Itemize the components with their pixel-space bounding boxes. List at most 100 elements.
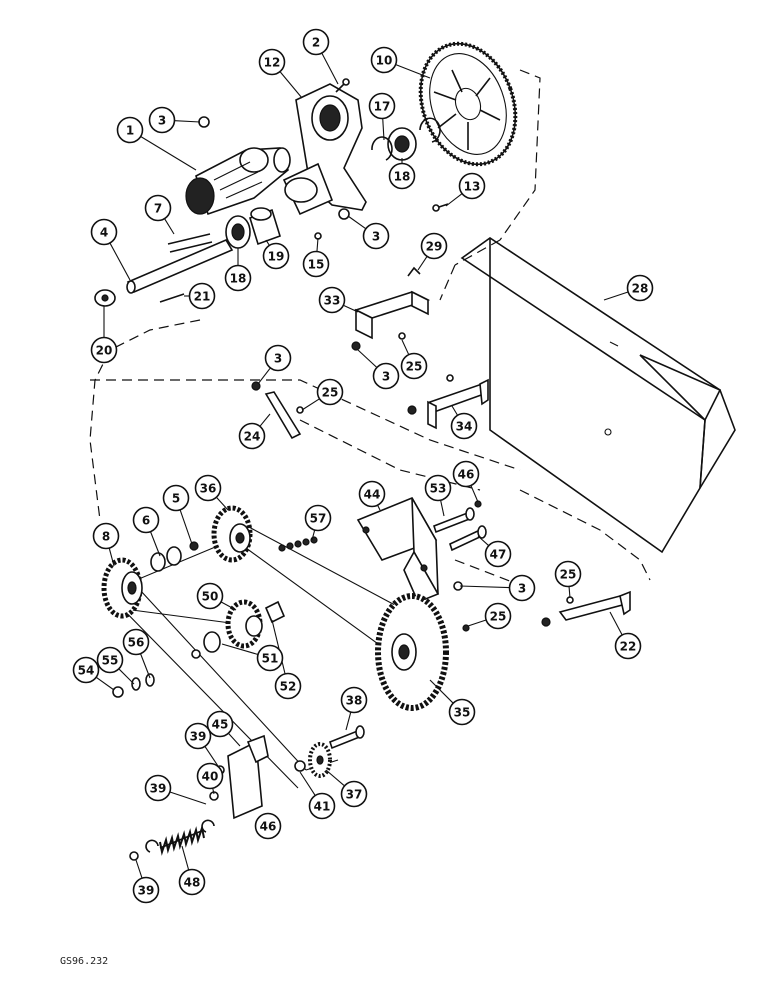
- callout-15: 15: [302, 250, 330, 278]
- callout-leader-3: [257, 367, 271, 385]
- callout-24: 24: [238, 422, 266, 450]
- callout-leader-17: [382, 118, 385, 141]
- callout-leader-55: [118, 668, 135, 685]
- callout-leader-22: [609, 611, 623, 635]
- callout-leader-1: [140, 136, 197, 171]
- callout-leader-13: [445, 193, 463, 207]
- bearing-lower: [225, 215, 251, 249]
- callout-55: 55: [96, 646, 124, 674]
- hardware-55: [112, 673, 155, 698]
- callout-leader-15: [316, 237, 319, 252]
- callout-leader-4: [109, 243, 131, 281]
- callout-label: 21: [194, 290, 211, 304]
- callout-37: 37: [340, 780, 368, 808]
- bolt-38: [329, 725, 365, 750]
- callout-leader-12: [279, 71, 303, 99]
- callout-50: 50: [196, 582, 224, 610]
- callout-label: 33: [324, 294, 341, 308]
- bracket-34: [407, 374, 489, 430]
- callout-18: 18: [224, 264, 252, 292]
- tensioner-bracket: [356, 496, 440, 604]
- callout-label: 13: [464, 180, 481, 194]
- callout-25: 25: [316, 378, 344, 406]
- callout-leader-44: [377, 505, 381, 511]
- callout-leader-10: [395, 64, 431, 79]
- callout-6: 6: [132, 506, 160, 534]
- callout-label: 38: [346, 694, 363, 708]
- callout-leaders: [96, 53, 628, 878]
- callout-leader-2: [321, 53, 339, 85]
- callout-label: 34: [456, 420, 473, 434]
- callout-label: 18: [394, 170, 411, 184]
- bracket-22: [558, 590, 631, 621]
- callout-label: 12: [264, 56, 281, 70]
- callout-leader-39: [204, 746, 219, 767]
- callout-label: 3: [518, 582, 526, 596]
- callout-leader-24: [259, 413, 271, 427]
- callout-label: 52: [280, 680, 297, 694]
- callout-leader-8: [108, 548, 115, 567]
- callout-leader-40: [212, 788, 215, 795]
- callout-39: 39: [184, 722, 212, 750]
- callout-label: 55: [102, 654, 119, 668]
- callout-19: 19: [262, 242, 290, 270]
- idler-arm: [209, 734, 306, 821]
- callout-25: 25: [554, 560, 582, 588]
- callout-label: 3: [274, 352, 282, 366]
- callout-label: 4: [100, 226, 108, 240]
- callout-leader-25: [568, 586, 571, 599]
- callout-54: 54: [72, 656, 100, 684]
- callout-1: 1: [116, 116, 144, 144]
- bolt-47: [449, 525, 487, 552]
- callout-leader-28: [603, 291, 628, 301]
- callout-label: 53: [430, 482, 447, 496]
- callout-3: 3: [148, 106, 176, 134]
- callout-label: 36: [200, 482, 217, 496]
- callout-label: 29: [426, 240, 443, 254]
- callout-label: 10: [376, 54, 393, 68]
- callout-label: 28: [632, 282, 649, 296]
- callout-3: 3: [362, 222, 390, 250]
- bolt-53: [433, 500, 482, 534]
- callout-leader-34: [451, 405, 458, 416]
- callout-label: 25: [322, 386, 339, 400]
- callout-label: 39: [138, 884, 155, 898]
- callout-5: 5: [162, 484, 190, 512]
- bearing-upper: [371, 117, 441, 161]
- callout-leader-25: [467, 619, 486, 627]
- callout-label: 25: [560, 568, 577, 582]
- callout-label: 46: [260, 820, 277, 834]
- callout-leader-3: [459, 585, 510, 589]
- callout-4: 4: [90, 218, 118, 246]
- callout-46: 46: [452, 460, 480, 488]
- callout-leader-38: [345, 712, 352, 731]
- callout-label: 6: [142, 514, 150, 528]
- callout-47: 47: [484, 540, 512, 568]
- callout-leader-3: [357, 349, 377, 368]
- callout-label: 18: [230, 272, 247, 286]
- callout-51: 51: [256, 644, 284, 672]
- ring-gear: [418, 41, 518, 167]
- callout-21: 21: [188, 282, 216, 310]
- callout-53: 53: [424, 474, 452, 502]
- callout-leader-52: [271, 619, 286, 674]
- callout-3: 3: [372, 362, 400, 390]
- callout-8: 8: [92, 522, 120, 550]
- callout-35: 35: [448, 698, 476, 726]
- tension-spring: [129, 819, 215, 861]
- callout-leader-48: [181, 845, 190, 870]
- group-outline-upper: [89, 69, 541, 521]
- callout-label: 2: [312, 36, 320, 50]
- callout-label: 3: [158, 114, 166, 128]
- callout-label: 44: [364, 488, 381, 502]
- callout-39: 39: [144, 774, 172, 802]
- callout-label: 1: [126, 124, 134, 138]
- callout-label: 40: [202, 770, 219, 784]
- callout-label: 50: [202, 590, 219, 604]
- starter-motor: [185, 147, 291, 216]
- callout-label: 47: [490, 548, 507, 562]
- callout-7: 7: [144, 194, 172, 222]
